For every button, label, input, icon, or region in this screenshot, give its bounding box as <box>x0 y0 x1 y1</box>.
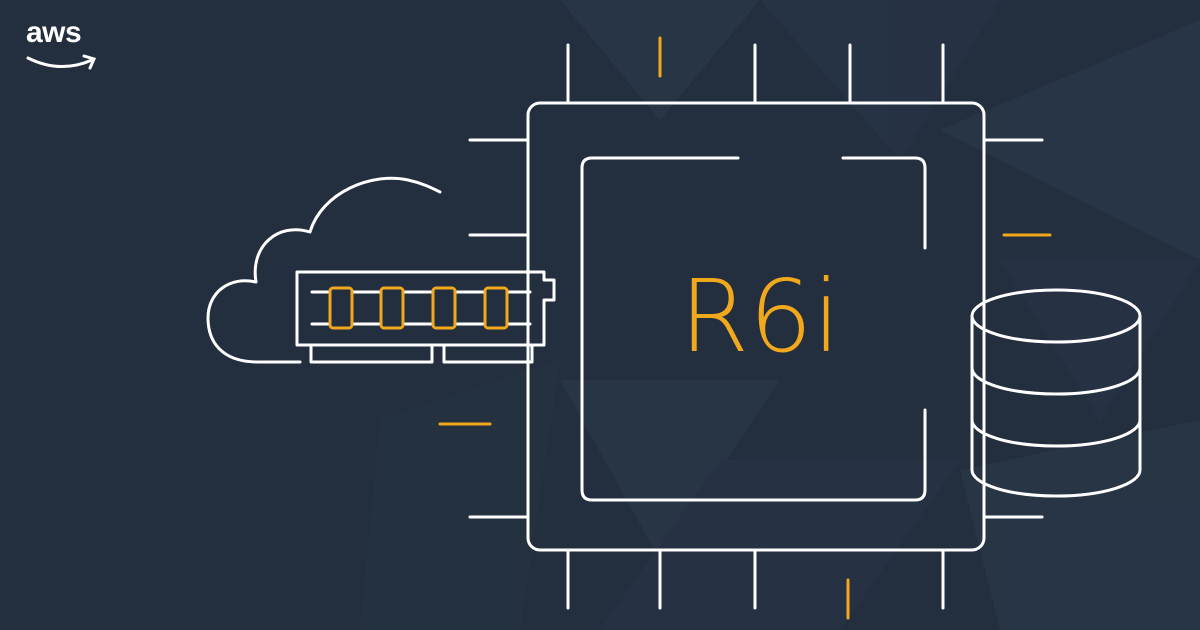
processor-chip-icon <box>468 43 1044 610</box>
memory-module-icon <box>295 270 556 364</box>
database-icon <box>970 288 1142 498</box>
chip-label: R6i <box>679 258 841 375</box>
background-facets <box>360 0 1200 630</box>
accent-pins <box>438 36 1052 620</box>
aws-logo-smile <box>26 54 97 70</box>
aws-logo: aws <box>26 16 82 49</box>
cloud-icon <box>206 176 442 364</box>
